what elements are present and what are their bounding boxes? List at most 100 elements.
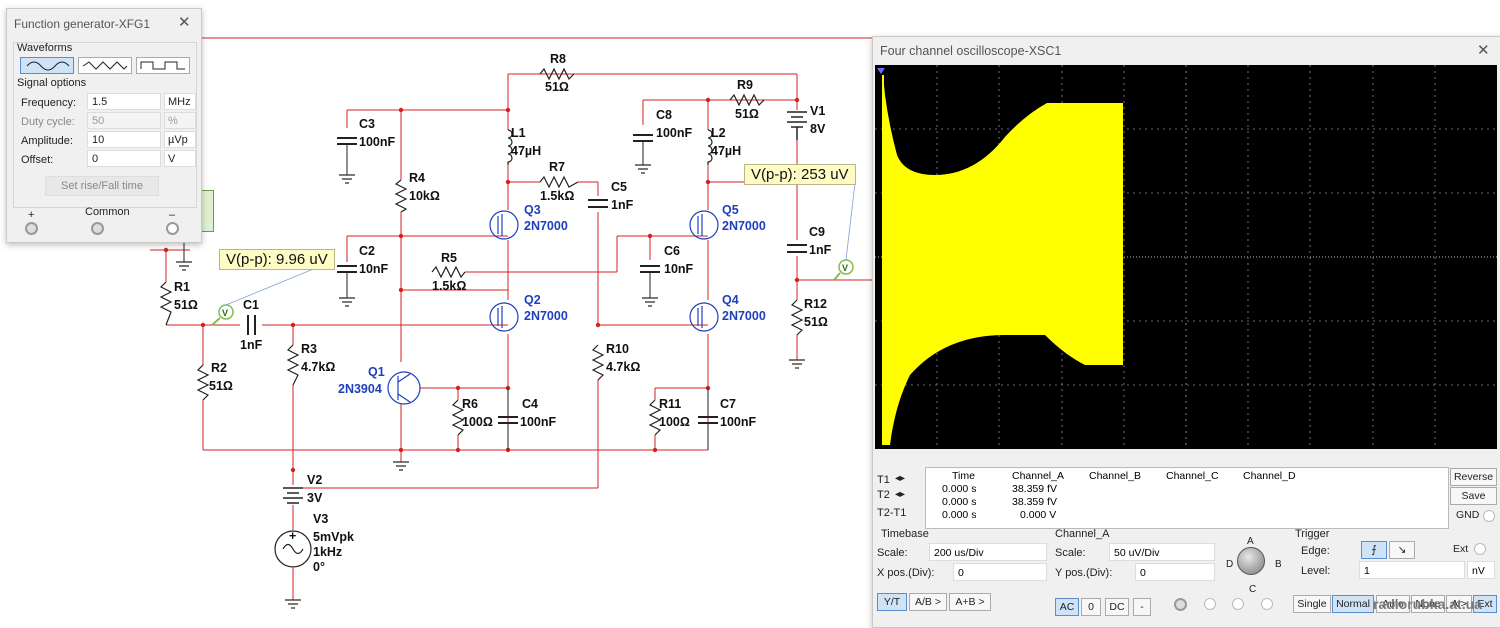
- probe-readout-output[interactable]: V(p-p): 253 uV: [744, 164, 856, 185]
- q3-value: 2N7000: [524, 219, 568, 233]
- amplitude-input[interactable]: 10: [87, 131, 161, 148]
- y-position-label: Y pos.(Div):: [1055, 567, 1113, 579]
- triangle-wave-icon: [82, 61, 128, 70]
- timebase-scale-input[interactable]: 200 us/Div: [929, 543, 1047, 561]
- trigger-source-a-button[interactable]: A >: [1446, 595, 1472, 613]
- c7-value: 100nF: [720, 415, 756, 429]
- function-generator-window[interactable]: Function generator-XFG1 ✕ Waveforms Sign…: [6, 8, 202, 243]
- v2-label: V2: [307, 473, 322, 487]
- save-button[interactable]: Save: [1450, 487, 1497, 505]
- trigger-label: Trigger: [1295, 528, 1330, 540]
- duty-cycle-unit[interactable]: %: [164, 112, 196, 129]
- r3-value: 4.7kΩ: [301, 360, 335, 374]
- minus-terminal[interactable]: [166, 222, 179, 235]
- q2-value: 2N7000: [524, 309, 568, 323]
- channel-b-terminal[interactable]: [1204, 598, 1216, 610]
- r1-label: R1: [174, 280, 190, 294]
- header-channel-a: Channel_A: [1012, 470, 1064, 482]
- close-icon[interactable]: ✕: [1477, 42, 1490, 59]
- r2-label: R2: [211, 361, 227, 375]
- invert-button[interactable]: -: [1133, 598, 1151, 616]
- q1-label: Q1: [368, 365, 385, 379]
- auto-trigger-button[interactable]: Auto: [1376, 595, 1410, 613]
- knob-label-a: A: [1247, 536, 1254, 547]
- waveforms-label: Waveforms: [17, 42, 73, 54]
- ab-mode-button[interactable]: A/B >: [909, 593, 947, 611]
- probe-readout-input[interactable]: V(p-p): 9.96 uV: [219, 249, 335, 270]
- frequency-unit[interactable]: MHz: [164, 93, 196, 110]
- gnd-terminal[interactable]: [1483, 510, 1495, 522]
- trigger-level-unit[interactable]: nV: [1467, 561, 1495, 579]
- r10-label: R10: [606, 342, 629, 356]
- r3-label: R3: [301, 342, 317, 356]
- frequency-label: Frequency:: [21, 97, 77, 109]
- sine-wave-icon: [26, 61, 70, 71]
- r4-value: 10kΩ: [409, 189, 440, 203]
- t2-time: 0.000 s: [942, 496, 977, 508]
- channel-c-terminal[interactable]: [1232, 598, 1244, 610]
- c3-label: C3: [359, 117, 375, 131]
- reverse-button[interactable]: Reverse: [1450, 468, 1497, 486]
- ext-trigger-terminal[interactable]: [1474, 543, 1486, 555]
- c1-value: 1nF: [240, 338, 263, 352]
- x-position-label: X pos.(Div):: [877, 567, 935, 579]
- v1-label: V1: [810, 104, 825, 118]
- t2-cursor-arrows-icon[interactable]: ◂▸: [895, 489, 906, 500]
- oscilloscope-window[interactable]: Four channel oscilloscope-XSC1 ✕ T1 T2 T…: [872, 36, 1500, 628]
- normal-trigger-button[interactable]: Normal: [1332, 595, 1374, 613]
- common-terminal[interactable]: [91, 222, 104, 235]
- apb-mode-button[interactable]: A+B >: [949, 593, 991, 611]
- duty-cycle-label: Duty cycle:: [21, 116, 75, 128]
- yt-mode-button[interactable]: Y/T: [877, 593, 907, 611]
- rising-edge-button[interactable]: ⨍: [1361, 541, 1387, 559]
- falling-edge-button[interactable]: ↘: [1389, 541, 1415, 559]
- frequency-input[interactable]: 1.5: [87, 93, 161, 110]
- r11-value: 100Ω: [659, 415, 690, 429]
- square-wave-button[interactable]: [136, 57, 190, 74]
- svg-text:V: V: [222, 308, 228, 318]
- single-trigger-button[interactable]: Single: [1293, 595, 1331, 613]
- zero-coupling-button[interactable]: 0: [1081, 598, 1101, 616]
- r4-label: R4: [409, 171, 425, 185]
- trigger-source-ext-button[interactable]: Ext: [1473, 595, 1497, 613]
- channel-scale-input[interactable]: 50 uV/Div: [1109, 543, 1215, 561]
- amplitude-unit[interactable]: µVp: [164, 131, 196, 148]
- q1-value: 2N3904: [338, 382, 382, 396]
- common-terminal-label: Common: [85, 206, 130, 218]
- channel-scale-label: Scale:: [1055, 547, 1086, 559]
- header-channel-c: Channel_C: [1166, 470, 1219, 482]
- timebase-label: Timebase: [881, 528, 929, 540]
- offset-unit[interactable]: V: [164, 150, 196, 167]
- plus-terminal[interactable]: [25, 222, 38, 235]
- scope-display[interactable]: [875, 65, 1497, 449]
- settings-group: [13, 42, 197, 208]
- duty-cycle-input[interactable]: 50: [87, 112, 161, 129]
- offset-input[interactable]: 0: [87, 150, 161, 167]
- t1-cursor-arrows-icon[interactable]: ◂▸: [895, 473, 906, 484]
- triangle-wave-button[interactable]: [78, 57, 132, 74]
- c2-value: 10nF: [359, 262, 389, 276]
- timebase-scale-label: Scale:: [877, 547, 908, 559]
- t2-t1-time: 0.000 s: [942, 509, 977, 521]
- r6-value: 100Ω: [462, 415, 493, 429]
- dc-coupling-button[interactable]: DC: [1105, 598, 1129, 616]
- close-icon[interactable]: ✕: [178, 14, 191, 31]
- channel-a-terminal[interactable]: [1174, 598, 1187, 611]
- r12-label: R12: [804, 297, 827, 311]
- t2-channel-a: 38.359 fV: [1012, 496, 1057, 508]
- set-rise-fall-button[interactable]: Set rise/Fall time: [45, 176, 159, 196]
- trigger-level-input[interactable]: 1: [1359, 561, 1465, 579]
- ac-coupling-button[interactable]: AC: [1055, 598, 1079, 616]
- knob-label-b: B: [1275, 559, 1282, 570]
- v1-value: 8V: [810, 122, 826, 136]
- v2-value: 3V: [307, 491, 323, 505]
- channel-d-terminal[interactable]: [1261, 598, 1273, 610]
- none-trigger-button[interactable]: None: [1411, 595, 1445, 613]
- y-position-input[interactable]: 0: [1135, 563, 1215, 581]
- channel-selector-knob[interactable]: [1237, 547, 1265, 575]
- sine-wave-button[interactable]: [20, 57, 74, 74]
- x-position-input[interactable]: 0: [953, 563, 1047, 581]
- v3-label: V3: [313, 512, 328, 526]
- svg-text:V: V: [842, 263, 848, 273]
